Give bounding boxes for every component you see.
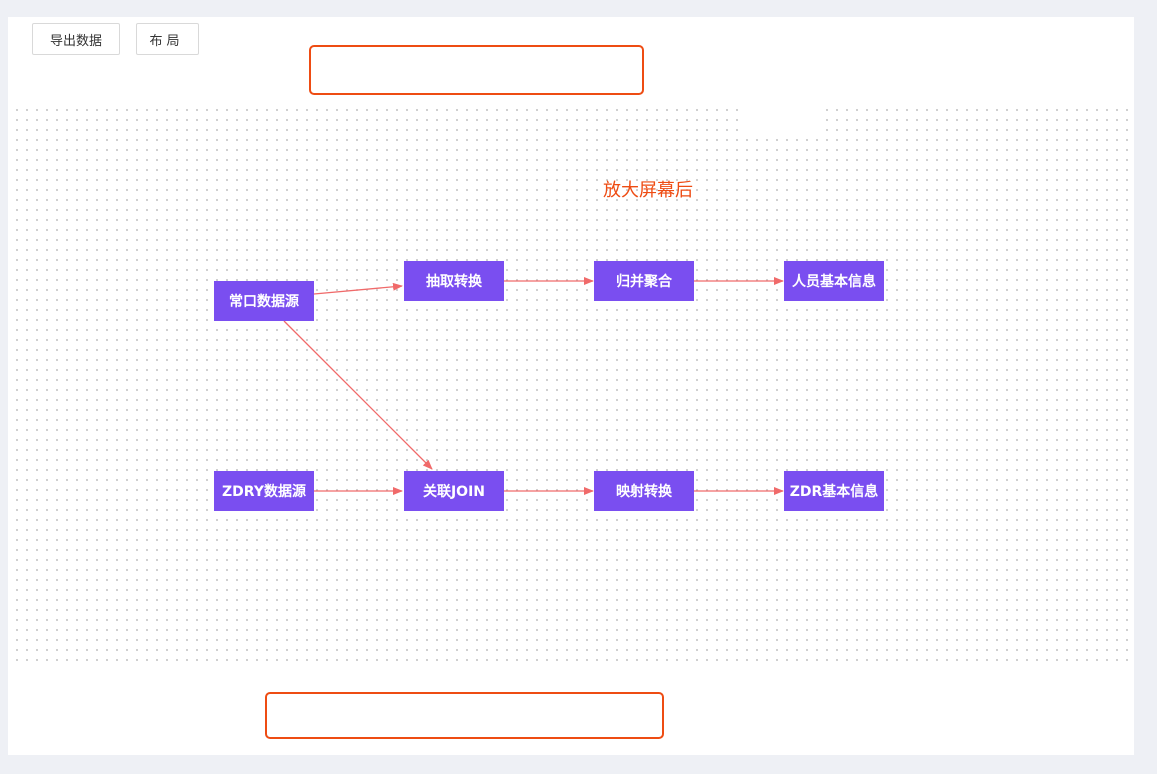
node-person-info[interactable]: 人员基本信息	[784, 261, 884, 301]
node-zdry-source[interactable]: ZDRY数据源	[214, 471, 314, 511]
flow-canvas[interactable]	[12, 105, 1130, 665]
node-map-transform[interactable]: 映射转换	[594, 471, 694, 511]
highlight-box-top	[309, 45, 644, 95]
node-join[interactable]: 关联JOIN	[404, 471, 504, 511]
canvas-gap	[740, 105, 825, 137]
node-merge-aggregate[interactable]: 归并聚合	[594, 261, 694, 301]
node-changkou-source[interactable]: 常口数据源	[214, 281, 314, 321]
layout-button[interactable]: 布局	[136, 23, 199, 55]
node-zdr-info[interactable]: ZDR基本信息	[784, 471, 884, 511]
export-data-button[interactable]: 导出数据	[32, 23, 120, 55]
node-extract-transform[interactable]: 抽取转换	[404, 261, 504, 301]
highlight-box-bottom	[265, 692, 664, 739]
annotation-text: 放大屏幕后	[603, 180, 693, 201]
